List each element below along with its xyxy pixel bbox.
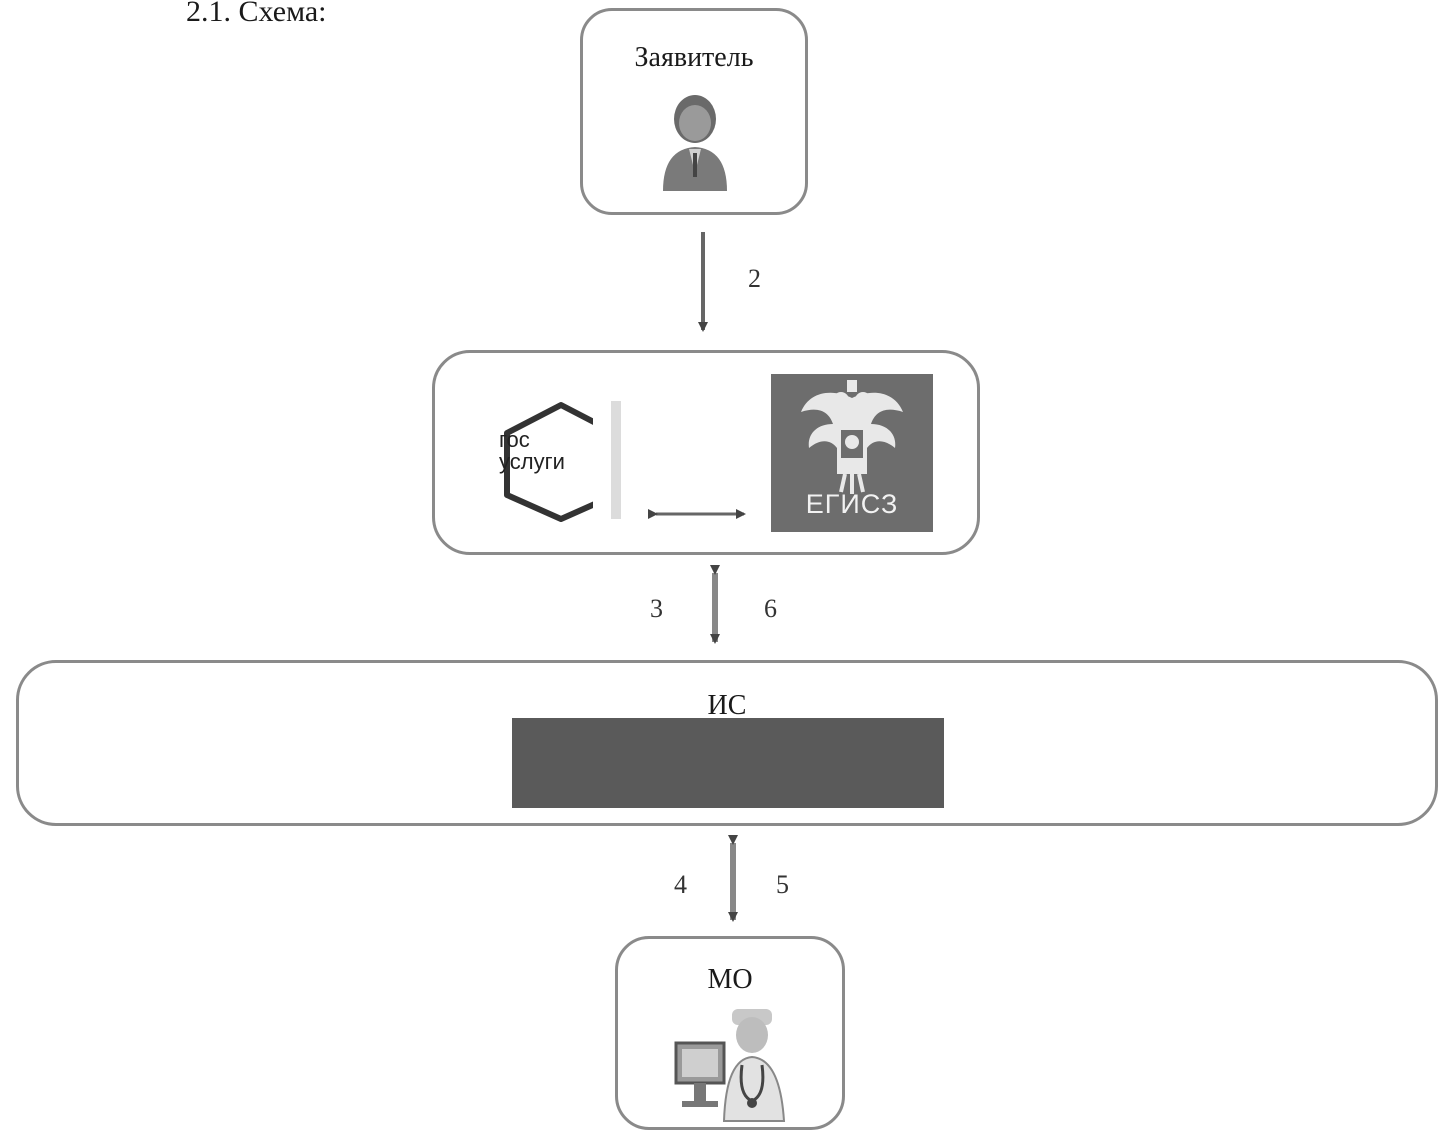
- gosuslugi-text: гос услуги: [499, 427, 565, 474]
- user-icon: [663, 95, 727, 191]
- edge-label-2: 2: [748, 264, 761, 293]
- egisz-text: ЕГИСЗ: [805, 489, 899, 519]
- page-heading: 2.1. Схема:: [186, 0, 327, 28]
- is-title: ИС: [707, 690, 747, 721]
- applicant-title: Заявитель: [634, 42, 754, 73]
- edge-label-4: 4: [674, 870, 687, 899]
- gosuslugi-logo: гос услуги: [493, 397, 629, 523]
- doctor-icon: [674, 1009, 786, 1122]
- mo-title: МО: [707, 964, 753, 995]
- edge-label-3: 3: [650, 594, 663, 623]
- is-node: ИС: [16, 660, 1438, 826]
- is-redacted-bar: [512, 718, 944, 808]
- egisz-logo: ЕГИСЗ: [771, 374, 933, 532]
- mo-node: МО: [615, 936, 845, 1130]
- edge-label-5: 5: [776, 870, 789, 899]
- applicant-node: Заявитель: [580, 8, 808, 215]
- edge-label-6: 6: [764, 594, 777, 623]
- eagle-emblem-icon: [801, 380, 903, 494]
- portal-node: гос услуги ЕГИСЗ: [432, 350, 980, 555]
